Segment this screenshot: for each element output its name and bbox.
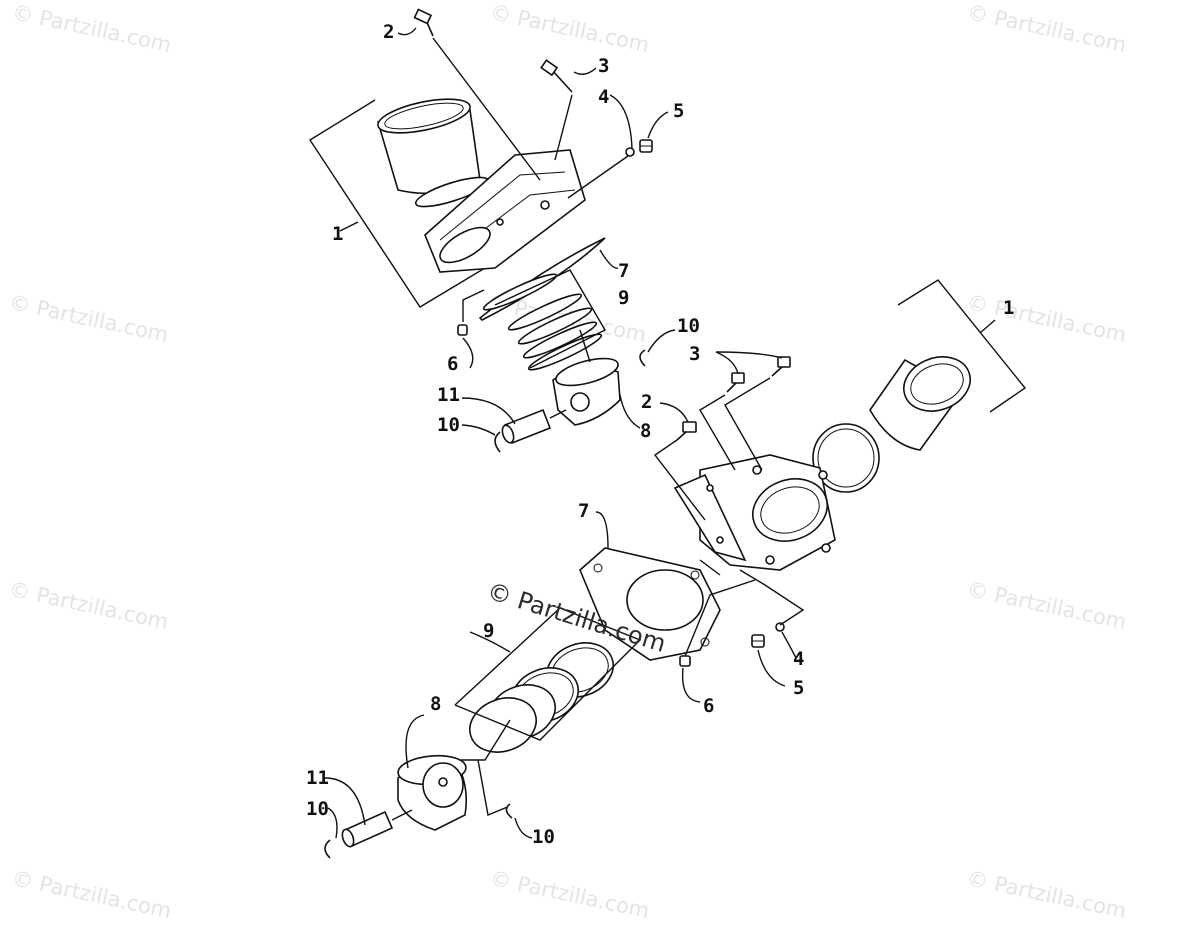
piston: [552, 357, 621, 426]
callout-10: 10: [306, 798, 329, 820]
leader-line: [647, 111, 669, 139]
piston-ring-set: [469, 642, 614, 753]
leader-line: [514, 817, 533, 839]
leader-line: [462, 289, 485, 322]
leader-line: [327, 807, 338, 839]
callout-11: 11: [306, 767, 329, 789]
plug: [751, 634, 765, 648]
base-gasket: [579, 547, 721, 661]
leader-line: [699, 394, 736, 471]
circlip: [324, 839, 331, 859]
circlip: [639, 349, 646, 367]
callout-3: 3: [598, 55, 610, 77]
dowel-pin: [679, 655, 691, 667]
leader-line: [684, 579, 756, 657]
callout-10: 10: [437, 414, 460, 436]
leader-line: [781, 631, 797, 659]
leader-line: [573, 67, 597, 75]
callout-9: 9: [483, 620, 495, 642]
callout-1: 1: [1003, 297, 1015, 319]
callout-10: 10: [677, 315, 700, 337]
leader-line: [391, 809, 413, 821]
callout-8: 8: [640, 420, 652, 442]
callout-6: 6: [447, 353, 459, 375]
leader-line: [477, 759, 511, 816]
circlip: [494, 431, 501, 453]
leader-line: [979, 319, 996, 334]
callout-4: 4: [793, 648, 805, 670]
callout-2: 2: [641, 391, 653, 413]
leader-line: [599, 249, 619, 269]
callout-2: 2: [383, 21, 395, 43]
bolt: [726, 372, 745, 393]
leader-line: [699, 559, 721, 576]
leader-line: [595, 511, 609, 549]
leader-line: [739, 569, 805, 626]
leader-line: [405, 714, 425, 769]
leader-line: [659, 402, 689, 423]
washer: [775, 622, 785, 632]
cylinder-block: [673, 454, 836, 571]
lower-assembly: [324, 279, 1027, 859]
leader-line: [339, 221, 359, 232]
leader-line: [460, 719, 511, 761]
leader-line: [609, 94, 633, 149]
wrist-pin: [341, 810, 394, 848]
bolt: [413, 8, 434, 37]
leader-line: [567, 155, 629, 199]
o-ring: [812, 423, 880, 493]
leader-line: [724, 377, 771, 471]
callout-3: 3: [689, 343, 701, 365]
ring-bracket: [454, 607, 642, 741]
group-bracket: [309, 99, 486, 308]
piston-ring-set: [482, 273, 603, 371]
bolt: [771, 356, 791, 377]
upper-assembly: [309, 8, 676, 453]
leader-line: [462, 337, 474, 369]
group-bracket: [897, 279, 1027, 413]
callout-8: 8: [430, 693, 442, 715]
plug: [639, 139, 653, 153]
bolt: [676, 421, 697, 441]
leader-line: [461, 397, 516, 425]
leader-line: [461, 424, 496, 436]
callout-4: 4: [598, 86, 610, 108]
cylinder-sleeve: [869, 356, 971, 451]
callout-7: 7: [618, 260, 630, 282]
leader-line: [579, 329, 591, 363]
callout-7: 7: [578, 500, 590, 522]
washer: [625, 147, 635, 157]
callout-6: 6: [703, 695, 715, 717]
leader-line: [647, 329, 676, 353]
dowel-pin: [457, 324, 468, 336]
leader-line: [715, 351, 783, 359]
leader-line: [681, 667, 701, 703]
piston: [397, 754, 468, 831]
leader-line: [554, 94, 573, 161]
callout-1: 1: [332, 223, 344, 245]
wrist-pin: [501, 408, 552, 445]
callout-11: 11: [437, 384, 460, 406]
leader-line: [653, 439, 706, 521]
callout-5: 5: [673, 100, 685, 122]
callout-9: 9: [618, 287, 630, 309]
ring-bracket: [494, 269, 606, 369]
cylinder-block: [424, 149, 586, 273]
leader-line: [757, 649, 786, 687]
callout-5: 5: [793, 677, 805, 699]
leader-line: [715, 351, 739, 375]
leader-line: [432, 37, 541, 181]
cylinder-sleeve: [376, 98, 481, 195]
leader-line: [469, 631, 511, 653]
circlip: [505, 803, 513, 819]
callout-10: 10: [532, 826, 555, 848]
leader-line: [619, 394, 641, 429]
leader-line: [549, 409, 567, 419]
leader-line: [397, 27, 417, 36]
leader-line: [324, 777, 366, 826]
bolt: [540, 59, 573, 93]
